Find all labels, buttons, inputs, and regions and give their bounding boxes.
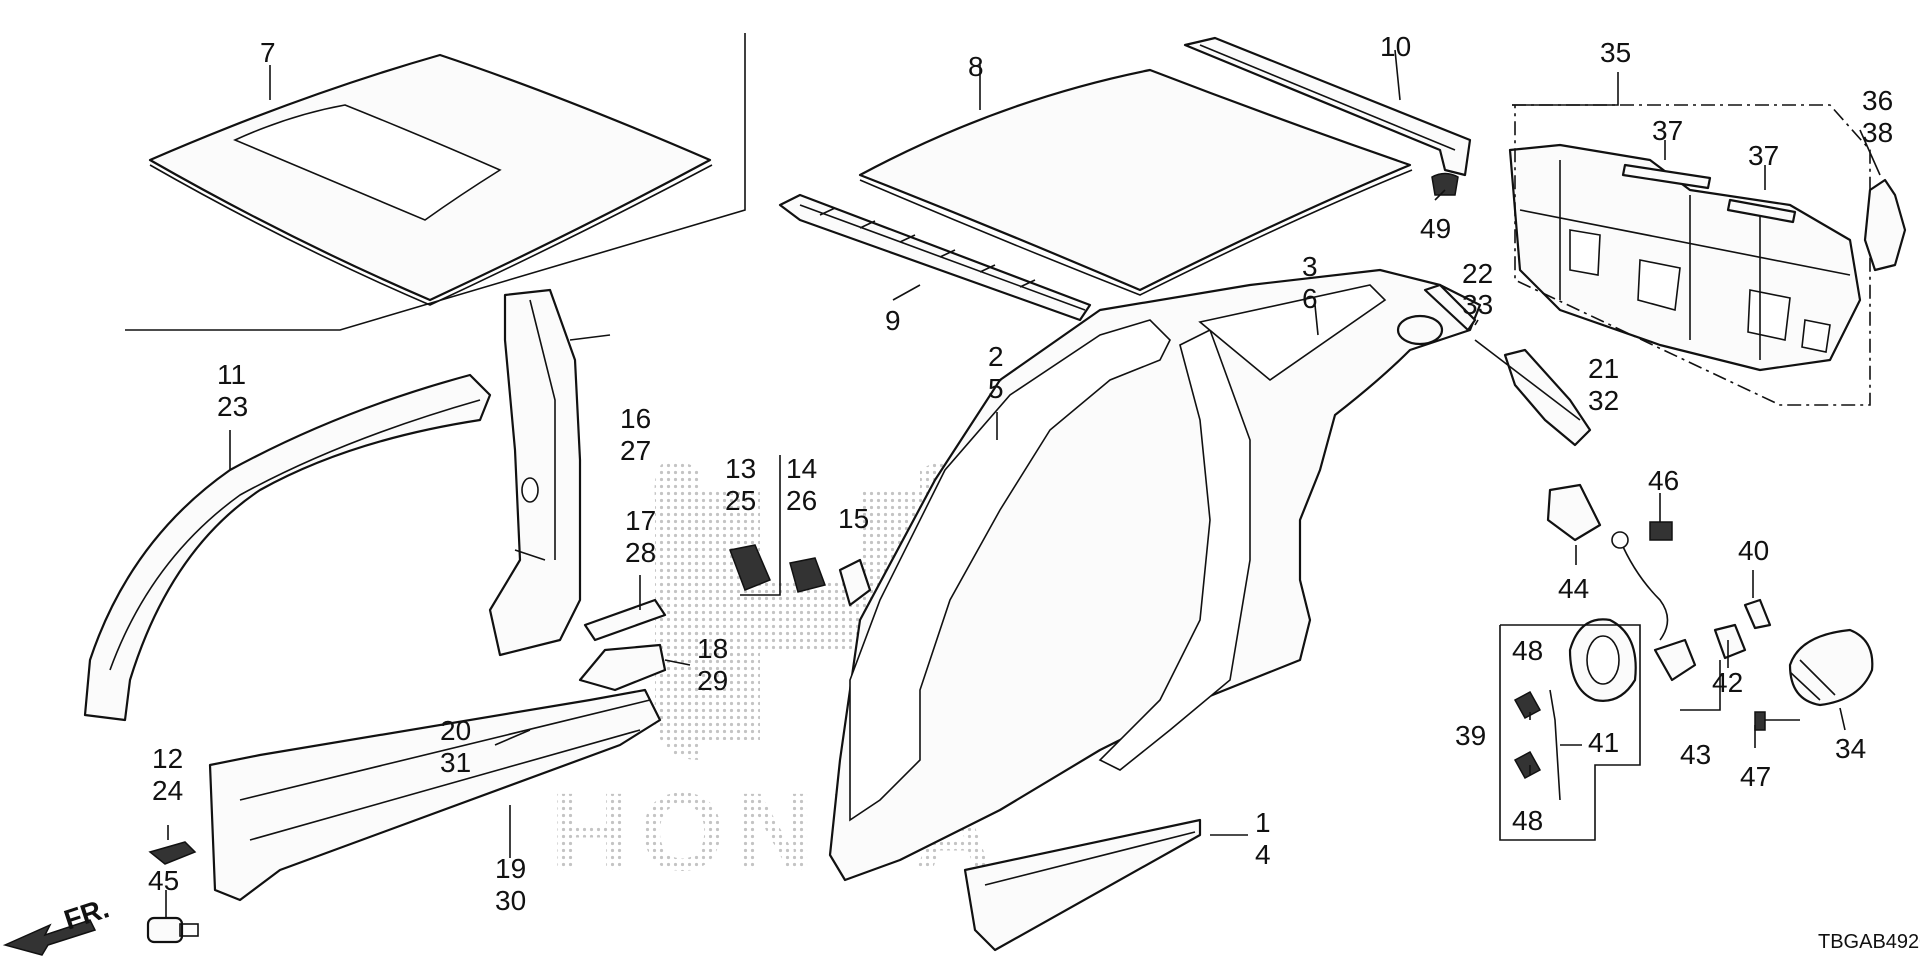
label-29: 29 [697, 665, 728, 696]
part-outer-side-panel [828, 268, 1482, 882]
label-17: 17 [625, 505, 656, 536]
leader-lines [165, 49, 1881, 918]
label-33: 33 [1462, 289, 1493, 320]
part-sill [208, 688, 662, 902]
label-23: 23 [217, 391, 248, 422]
part-fuel-cap-base [1611, 531, 1772, 682]
label-39: 39 [1455, 720, 1486, 751]
part-bracket-22 [1423, 283, 1477, 332]
label-36: 36 [1862, 85, 1893, 116]
label-31: 31 [440, 747, 471, 778]
roof-group-bracket [125, 33, 746, 331]
label-19: 19 [495, 853, 526, 884]
part-bracket-15 [838, 558, 872, 607]
label-6: 6 [1302, 283, 1318, 314]
label-12: 12 [152, 743, 183, 774]
front-direction-arrow: FR. [2, 892, 113, 956]
label-5: 5 [988, 373, 1004, 404]
label-14: 14 [786, 453, 817, 484]
label-8: 8 [968, 51, 984, 82]
label-43: 43 [1680, 739, 1711, 770]
label-4: 4 [1255, 839, 1271, 870]
label-35: 35 [1600, 37, 1631, 68]
label-1: 1 [1255, 807, 1271, 838]
part-roof-sunroof [148, 53, 713, 306]
label-44: 44 [1558, 573, 1589, 604]
label-11: 11 [217, 359, 246, 390]
part-roof-panel [858, 68, 1413, 296]
label-22: 22 [1462, 258, 1493, 289]
label-47: 47 [1740, 761, 1771, 792]
diagram-code: TBGAB4920 [1818, 931, 1920, 953]
label-40: 40 [1738, 535, 1769, 566]
label-2: 2 [988, 341, 1004, 372]
part-bracket-12 [148, 841, 197, 865]
label-30: 30 [495, 885, 526, 916]
part-rear-panel [1508, 143, 1862, 372]
label-42: 42 [1712, 667, 1743, 698]
part-bolt-47 [1754, 711, 1800, 731]
rear-panel-group-bracket [1512, 104, 1871, 406]
label-45: 45 [148, 865, 179, 896]
part-bracket-13 [728, 544, 771, 591]
label-21: 21 [1588, 353, 1619, 384]
part-bracket-14 [789, 557, 826, 593]
fuel-cap-group-bracket [1680, 660, 1721, 711]
part-clip-49 [1431, 172, 1459, 196]
part-sill-garnish [963, 818, 1202, 952]
label-46: 46 [1648, 465, 1679, 496]
label-48b: 48 [1512, 805, 1543, 836]
label-18: 18 [697, 633, 728, 664]
front-marker-label: FR. [60, 892, 112, 935]
label-37b: 37 [1748, 140, 1779, 171]
label-27: 27 [620, 435, 651, 466]
part-fuel-lid-group [1513, 618, 1637, 801]
part-fuel-housing [1546, 483, 1602, 542]
label-37a: 37 [1652, 115, 1683, 146]
part-bolt-45 [146, 916, 199, 944]
label-32: 32 [1588, 385, 1619, 416]
label-41: 41 [1588, 727, 1619, 758]
label-49: 49 [1420, 213, 1451, 244]
label-20: 20 [440, 715, 471, 746]
part-fuel-filler-pipe [1788, 628, 1874, 707]
label-25: 25 [725, 485, 756, 516]
label-48a: 48 [1512, 635, 1543, 666]
label-28: 28 [625, 537, 656, 568]
label-24: 24 [152, 775, 183, 806]
part-bracket-17 [583, 598, 667, 642]
label-10: 10 [1380, 31, 1411, 62]
part-a-pillar-rail [83, 373, 492, 722]
part-bracket-18 [578, 643, 667, 692]
part-rear-roof-rail [1183, 36, 1472, 177]
part-clip-46 [1649, 521, 1673, 541]
part-bracket-21 [1503, 348, 1592, 447]
part-b-pillar [488, 288, 582, 657]
fuel-lid-group-bracket [1499, 624, 1641, 841]
label-13: 13 [725, 453, 756, 484]
label-15: 15 [838, 503, 869, 534]
label-34: 34 [1835, 733, 1866, 764]
callout-labels: 7 8 9 10 35 36 38 37 37 49 3 6 22 33 21 … [148, 31, 1893, 916]
bracket-13-group-line [740, 455, 781, 596]
label-3: 3 [1302, 251, 1318, 282]
label-38: 38 [1862, 117, 1893, 148]
label-9: 9 [885, 305, 901, 336]
part-front-roof-rail [778, 193, 1092, 322]
label-7: 7 [260, 37, 276, 68]
part-bracket-36 [1863, 178, 1907, 272]
label-26: 26 [786, 485, 817, 516]
label-16: 16 [620, 403, 651, 434]
